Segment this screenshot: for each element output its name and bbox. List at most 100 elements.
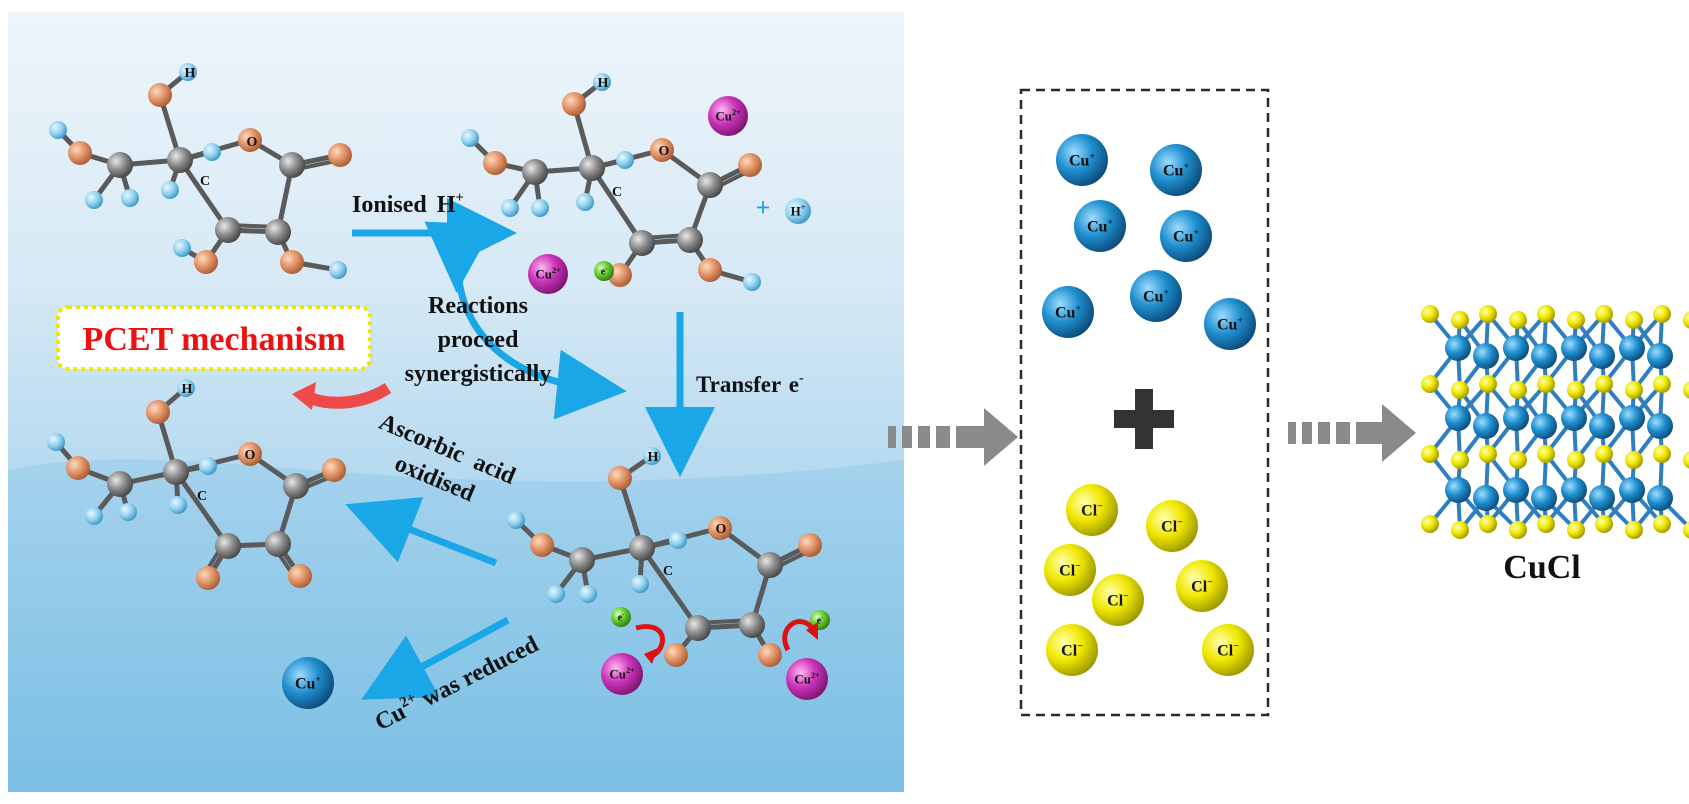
grey-arrow-1 bbox=[888, 408, 1018, 466]
crystal-cl-atom bbox=[1653, 515, 1671, 533]
carbon-atom bbox=[107, 471, 133, 497]
carbon-atom bbox=[739, 612, 765, 638]
oxidised-arrow bbox=[345, 497, 498, 567]
crystal-cl-atom bbox=[1625, 521, 1643, 539]
hydrogen-atom bbox=[161, 181, 179, 199]
crystal-cu-atom bbox=[1473, 485, 1499, 511]
hydrogen-atom bbox=[169, 496, 187, 514]
crystal-cl-atom bbox=[1595, 445, 1613, 463]
carbon-atom bbox=[215, 217, 241, 243]
carbon-atom bbox=[167, 147, 193, 173]
carbon-atom bbox=[677, 227, 703, 253]
hydrogen-atom bbox=[579, 585, 597, 603]
electron-curve-arrow-right bbox=[782, 619, 814, 652]
oxygen-atom bbox=[328, 143, 352, 167]
oxygen-atom bbox=[708, 516, 732, 540]
hydrogen-atom bbox=[179, 63, 197, 81]
hydrogen-atom bbox=[173, 239, 191, 257]
hydrogen-atom bbox=[616, 151, 634, 169]
cu2-ion-bottom-left-label: Cu2+ bbox=[609, 666, 635, 681]
reduced-arrow bbox=[361, 616, 510, 700]
hydrogen-atom bbox=[743, 273, 761, 291]
crystal-cl-atom bbox=[1479, 375, 1497, 393]
oxygen-atom bbox=[530, 533, 554, 557]
oxygen-atom bbox=[758, 643, 782, 667]
oxygen-atom bbox=[146, 400, 170, 424]
oxygen-atom bbox=[562, 92, 586, 116]
crystal-cu-atom bbox=[1619, 477, 1645, 503]
cu2-ion-bottom-right-label: Cu2+ bbox=[794, 671, 820, 686]
crystal-cl-atom bbox=[1567, 311, 1585, 329]
crystal-cl-atom bbox=[1451, 521, 1469, 539]
cl-ion-2-label: Cl− bbox=[1161, 517, 1183, 536]
crystal-cl-atom bbox=[1683, 311, 1689, 329]
carbon-atom bbox=[569, 547, 595, 573]
crystal-cu-atom bbox=[1561, 335, 1587, 361]
background-wave bbox=[8, 459, 904, 792]
hydrogen-label: H bbox=[182, 382, 193, 397]
hydrogen-atom bbox=[501, 199, 519, 217]
crystal-cu-atom bbox=[1445, 335, 1471, 361]
oxygen-atom bbox=[664, 643, 688, 667]
cu1-ion-5-label: Cu+ bbox=[1055, 303, 1081, 322]
crystal-cu-atom bbox=[1445, 405, 1471, 431]
cu2-ion-bottom-right-sphere bbox=[786, 658, 828, 700]
crystal-cu-atom bbox=[1531, 485, 1557, 511]
crystal-cu-atom bbox=[1445, 477, 1471, 503]
hydrogen-atom bbox=[121, 189, 139, 207]
pcet-label: PCET mechanism bbox=[83, 321, 346, 358]
crystal-cu-atom bbox=[1503, 477, 1529, 503]
carbon-atom bbox=[697, 172, 723, 198]
cl-ion-4-label: Cl− bbox=[1107, 591, 1129, 610]
crystal-cl-atom bbox=[1537, 515, 1555, 533]
crystal-cl-atom bbox=[1451, 381, 1469, 399]
oxygen-atom bbox=[238, 442, 262, 466]
crystal-cl-atom bbox=[1567, 451, 1585, 469]
oxygen-label: O bbox=[245, 448, 256, 463]
reactions-label-3: synergistically bbox=[405, 361, 552, 387]
crystal-cl-atom bbox=[1421, 305, 1439, 323]
ascorbic-molecule-1: COH bbox=[49, 63, 352, 279]
crystal-cl-atom bbox=[1653, 375, 1671, 393]
oxygen-atom bbox=[238, 128, 262, 152]
crystal-cl-atom bbox=[1683, 451, 1689, 469]
oxygen-atom bbox=[798, 533, 822, 557]
cu1-ion-6-label: Cu+ bbox=[1143, 287, 1169, 306]
crystal-cl-atom bbox=[1537, 445, 1555, 463]
cu1-ion-7-sphere bbox=[1204, 298, 1256, 350]
synergy-arrow bbox=[424, 221, 627, 420]
cu1-ion-1-label: Cu+ bbox=[1069, 151, 1095, 170]
cu1-ion-4-label: Cu+ bbox=[1173, 227, 1199, 246]
crystal-cu-atom bbox=[1589, 413, 1615, 439]
cucl-crystal bbox=[1421, 305, 1689, 539]
cu2-ion-top-label: Cu2+ bbox=[715, 108, 741, 123]
hydrogen-atom bbox=[49, 121, 67, 139]
crystal-cu-atom bbox=[1531, 413, 1557, 439]
cu1-ion-3-sphere bbox=[1074, 200, 1126, 252]
crystal-cl-atom bbox=[1595, 305, 1613, 323]
cl-ion-5-label: Cl− bbox=[1191, 577, 1213, 596]
hydrogen-atom bbox=[85, 191, 103, 209]
cu1-ion-product-sphere bbox=[282, 657, 334, 709]
reactions-label-1: Reactions bbox=[428, 293, 528, 319]
cu1-ion-6-sphere bbox=[1130, 270, 1182, 322]
carbon-label: C bbox=[197, 489, 207, 504]
cl-ion-6-label: Cl− bbox=[1061, 641, 1083, 660]
crystal-cl-atom bbox=[1509, 311, 1527, 329]
oxygen-atom bbox=[738, 153, 762, 177]
carbon-label: C bbox=[663, 564, 673, 579]
oxygen-atom bbox=[698, 258, 722, 282]
carbon-atom bbox=[757, 552, 783, 578]
crystal-cl-atom bbox=[1451, 451, 1469, 469]
oxygen-atom bbox=[322, 458, 346, 482]
hydrogen-atom bbox=[177, 379, 195, 397]
h-plus-ion-label: H+ bbox=[791, 203, 806, 218]
crystal-cl-atom bbox=[1421, 375, 1439, 393]
crystal-cl-atom bbox=[1683, 521, 1689, 539]
hydrogen-atom bbox=[593, 73, 611, 91]
oxygen-atom bbox=[194, 250, 218, 274]
carbon-label: C bbox=[200, 174, 210, 189]
